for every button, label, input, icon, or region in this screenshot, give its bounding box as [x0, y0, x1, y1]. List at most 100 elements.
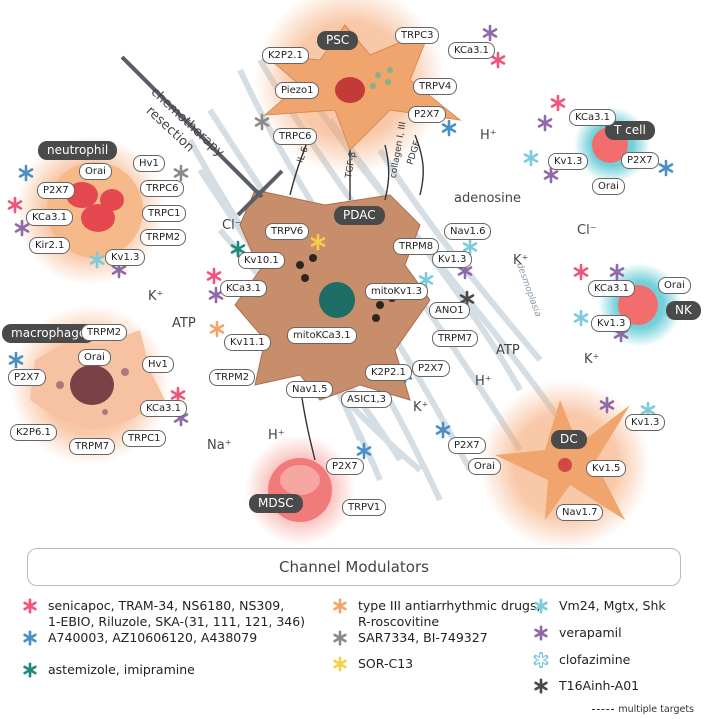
star-icon — [333, 630, 347, 646]
channel-label: KCa3.1 — [588, 280, 636, 297]
mdsc-title: MDSC — [249, 494, 303, 513]
channel-label: TRPC6 — [273, 128, 318, 145]
channel-label: Nav1.5 — [286, 381, 334, 398]
h-ion-label: H⁺ — [475, 374, 492, 389]
pdac-nucleus — [319, 282, 355, 318]
atp-label: ATP — [496, 343, 520, 358]
channel-label: TRPM8 — [393, 238, 440, 255]
legend-footnote: multiple targets — [592, 704, 694, 715]
legend-item: SOR-C13 — [332, 656, 413, 672]
na-ion-label: Na⁺ — [207, 438, 232, 453]
channel-label: Nav1.7 — [556, 504, 604, 521]
star-icon — [534, 598, 548, 614]
channel-label: TRPM7 — [432, 330, 479, 347]
channel-label: Kv1.3 — [591, 315, 632, 332]
pdac-title: PDAC — [334, 206, 385, 225]
legend-item-text: SAR7334, BI-749327 — [358, 630, 488, 645]
channel-label: KCa3.1 — [448, 42, 496, 59]
star-icon — [333, 598, 347, 614]
channel-label: Hv1 — [133, 155, 165, 172]
star-icon — [533, 652, 549, 668]
legend-item-text: astemizole, imipramine — [48, 662, 195, 677]
channel-label: TRPC6 — [140, 180, 185, 197]
k-ion-label: K⁺ — [513, 253, 529, 268]
channel-label: Hv1 — [142, 356, 174, 373]
channel-label: TRPC1 — [142, 205, 187, 222]
psc-nucleus — [335, 77, 365, 103]
legend-item-text: T16Ainh-A01 — [559, 678, 640, 693]
channel-label: TRPM2 — [81, 324, 128, 341]
channel-label: P2X7 — [412, 360, 450, 377]
star-icon — [23, 662, 37, 678]
legend-item: SAR7334, BI-749327 — [332, 630, 488, 646]
star-icon — [23, 598, 37, 614]
channel-label: Kv1.3 — [625, 414, 666, 431]
channel-label: Nav1.6 — [444, 223, 492, 240]
channel-label: Kv11.1 — [224, 334, 271, 351]
legend-item-text: Vm24, Mgtx, Shk — [559, 598, 666, 613]
channel-label: TRPM2 — [209, 369, 256, 386]
legend-item: T16Ainh-A01 — [533, 678, 639, 694]
macrophage-title: macrophage — [2, 324, 96, 343]
legend-item: clofazimine — [533, 652, 630, 668]
dashed-line-marker — [592, 709, 615, 710]
legend-item: astemizole, imipramine — [22, 662, 195, 678]
legend-item-text: verapamil — [559, 625, 622, 640]
footnote-text: multiple targets — [618, 704, 694, 715]
legend-item-text: SOR-C13 — [358, 656, 414, 671]
nk-title: NK — [666, 301, 701, 320]
tcell-title: T cell — [605, 121, 655, 140]
channel-label: Kv10.1 — [238, 252, 285, 269]
channel-label: Kv1.3 — [105, 249, 146, 266]
channel-label: ANO1 — [429, 302, 470, 319]
channel-label: mitoKv1.3 — [365, 283, 428, 300]
channel-label: KCa3.1 — [26, 209, 74, 226]
channel-label: P2X7 — [621, 152, 659, 169]
legend-item-text: type III antiarrhythmic drugs, R-roscovi… — [358, 598, 541, 629]
legend-item: verapamil — [533, 625, 622, 641]
legend-item: A740003, AZ10606120, A438079 — [22, 630, 257, 646]
channel-label: TRPM2 — [140, 229, 187, 246]
psc-title: PSC — [317, 31, 359, 50]
channel-label: TRPC3 — [395, 27, 440, 44]
cl-ion-label: Cl⁻ — [222, 218, 242, 233]
legend-item: type III antiarrhythmic drugs, R-roscovi… — [332, 598, 540, 630]
channel-label: P2X7 — [8, 369, 46, 386]
channel-label: Orai — [78, 349, 111, 366]
legend-item: Vm24, Mgtx, Shk — [533, 598, 666, 614]
channel-label: ASIC1,3 — [341, 391, 393, 408]
channel-label: P2X7 — [408, 106, 446, 123]
channel-label: P2X7 — [326, 458, 364, 475]
legend-item-text: A740003, AZ10606120, A438079 — [48, 630, 258, 645]
channel-label: K2P2.1 — [262, 47, 309, 64]
channel-label: K2P6.1 — [10, 424, 57, 441]
channel-label: TRPM7 — [69, 438, 116, 455]
channel-label: KCa3.1 — [569, 109, 617, 126]
h-ion-label: H⁺ — [480, 128, 497, 143]
channel-label: Kv1.3 — [548, 153, 589, 170]
channel-label: KCa3.1 — [220, 280, 268, 297]
channel-label: Orai — [592, 178, 625, 195]
treatment-block — [236, 169, 284, 217]
channel-label: Kv1.3 — [432, 251, 473, 268]
channel-label: P2X7 — [37, 182, 75, 199]
channel-label: Kir2.1 — [29, 237, 71, 254]
adenosine-label: adenosine — [454, 191, 522, 206]
channel-label: Kv1.5 — [586, 460, 627, 477]
k-ion-label: K⁺ — [413, 400, 429, 415]
k-ion-label: K⁺ — [584, 352, 600, 367]
dc-title: DC — [551, 430, 587, 449]
star-icon — [333, 656, 347, 672]
star-icon — [23, 630, 37, 646]
channel-label: TRPV6 — [265, 223, 310, 240]
star-icon — [534, 678, 548, 694]
legend-item-text: senicapoc, TRAM-34, NS6180, NS309, 1-EBI… — [48, 598, 306, 629]
channel-label: TRPV4 — [413, 78, 458, 95]
neutrophil-title: neutrophil — [38, 141, 118, 160]
treatment-line — [120, 55, 264, 199]
legend-title: Channel Modulators — [27, 548, 681, 586]
k-ion-label: K⁺ — [148, 289, 164, 304]
channel-label: KCa3.1 — [140, 400, 188, 417]
channel-label: TRPV1 — [342, 499, 387, 516]
cl-ion-label: Cl⁻ — [577, 223, 597, 238]
